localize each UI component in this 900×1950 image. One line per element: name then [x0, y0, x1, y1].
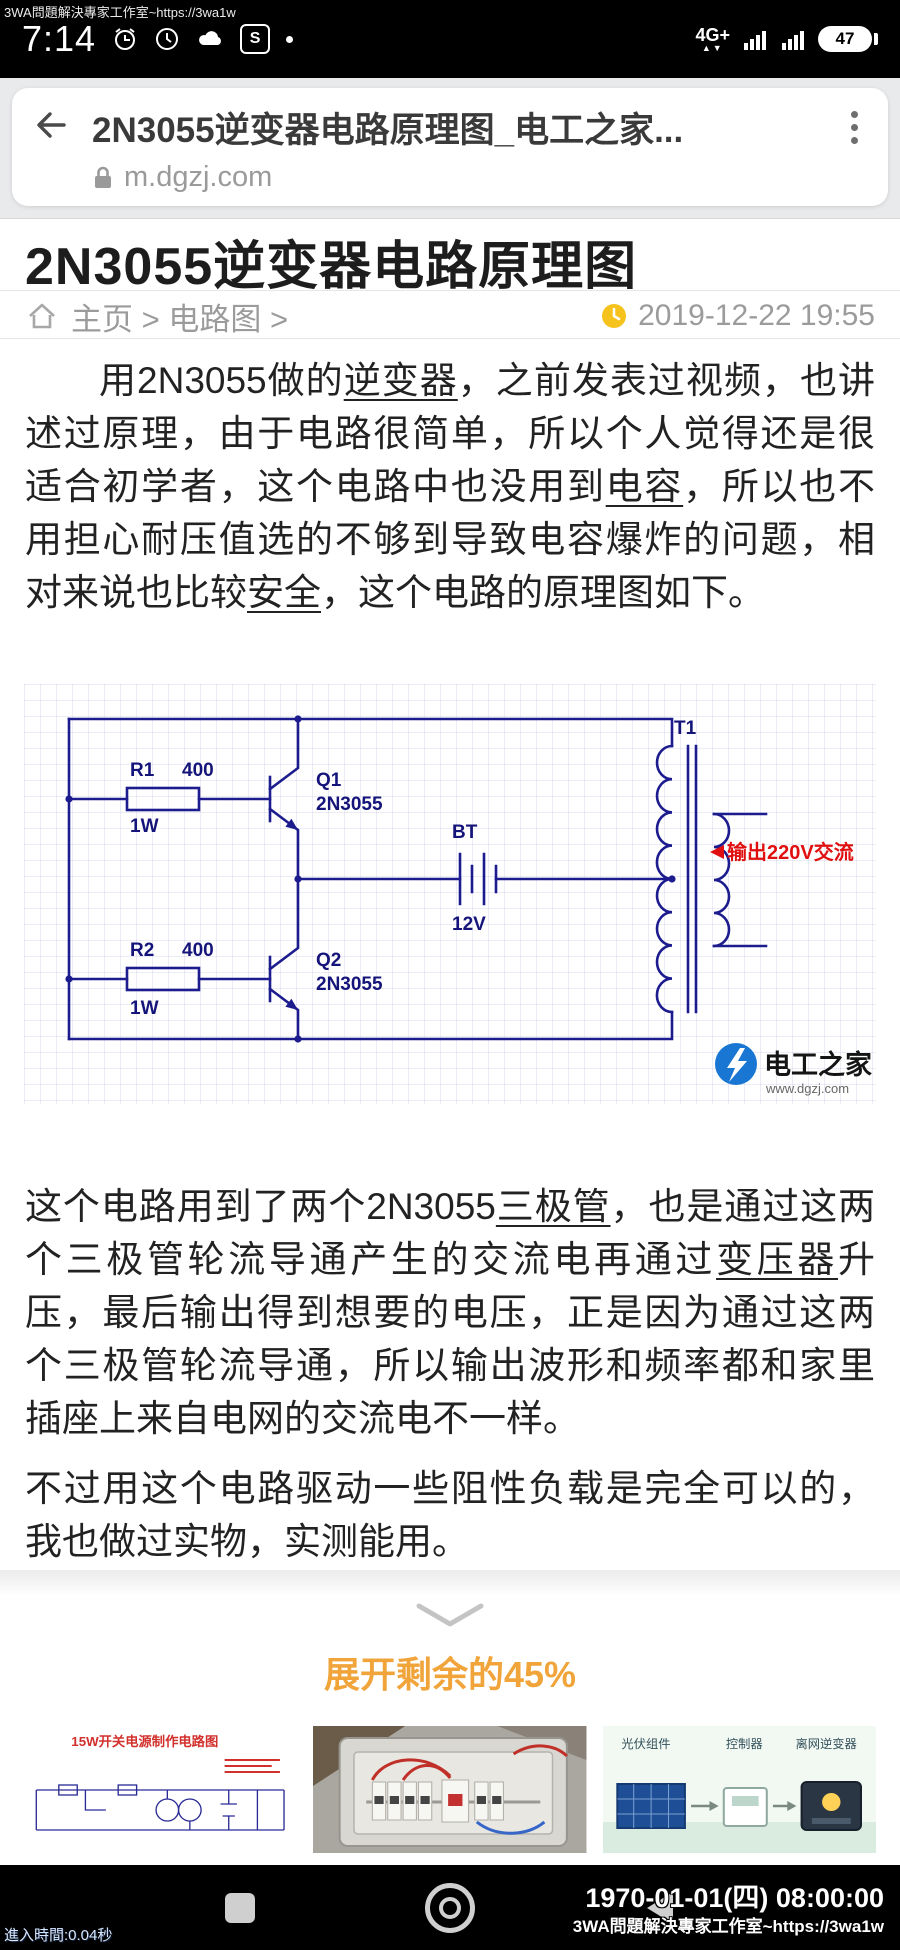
status-right-group: 4G+ ▲▼ 47: [695, 26, 878, 53]
android-nav-bar: [0, 1865, 900, 1950]
clock-icon: [156, 28, 179, 50]
inline-link[interactable]: 逆变器: [343, 360, 458, 401]
watermark-datetime: 1970-01-01(四) 08:00:00: [585, 1883, 884, 1913]
cloud-icon: [199, 31, 221, 45]
network-indicator: 4G+ ▲▼: [695, 26, 730, 53]
thumb3-label-controller: 控制器: [726, 1737, 763, 1751]
text-segment: ，也是通过这两个三极管轮流导通产生的交流电再通过: [25, 1186, 876, 1280]
output-arrow-icon: [710, 845, 724, 859]
breadcrumb[interactable]: 主页 > 电路图 >: [71, 301, 289, 337]
browser-page-title: 2N3055逆变器电路原理图_电工之家...: [92, 111, 684, 150]
label-q1: Q1: [316, 770, 342, 791]
label-r1: R1: [130, 760, 155, 781]
text-segment: ，所以也不用担心耐压值选的不够到导致电容爆炸的问题，相对来说也比较: [25, 466, 876, 613]
text-segment: 这个电路用到了两个2N3055: [25, 1186, 496, 1227]
expand-chevron-icon[interactable]: [415, 1602, 485, 1635]
divider: [0, 338, 900, 339]
watermark-studio: 3WA問題解決專家工作室~https://3wa1w: [572, 1917, 884, 1936]
watermark-loadtime: 進入時間:0.04秒: [4, 1927, 113, 1944]
related-thumbnail-2[interactable]: [313, 1726, 587, 1853]
collapse-fade: [0, 1570, 900, 1596]
expand-button[interactable]: 展开剩余的45%: [323, 1654, 577, 1695]
article-title: 2N3055逆变器电路原理图: [25, 238, 638, 296]
s-app-letter: S: [249, 30, 261, 47]
label-battery: BT: [452, 822, 478, 843]
home-circle-icon: [425, 1882, 475, 1933]
inline-link[interactable]: 安全: [247, 572, 321, 613]
home-button[interactable]: [420, 1878, 480, 1938]
home-icon[interactable]: [25, 300, 59, 332]
logo-site: www.dgzj.com: [765, 1081, 849, 1096]
logo-text: 电工之家: [764, 1049, 872, 1080]
recents-button[interactable]: [210, 1878, 270, 1938]
related-thumbnails: 15W开关电源制作电路图: [24, 1726, 876, 1853]
paragraph-1: 用2N3055做的逆变器，之前发表过视频，也讲述过原理，由于电路很简单，所以个人…: [25, 354, 875, 619]
red-wires: [371, 1744, 569, 1781]
status-bar: 7:14 S 4G+ ▲▼: [0, 0, 900, 78]
notification-dot-icon: [286, 35, 294, 43]
alarm-clock-icon: [115, 28, 136, 50]
lightning-icon: [727, 1048, 747, 1082]
label-q2-model: 2N3055: [316, 974, 383, 995]
label-battery-voltage: 12V: [452, 914, 486, 935]
status-left-group: 7:14 S: [22, 18, 294, 60]
battery-icon: 47: [818, 26, 878, 52]
battery-level: 47: [835, 29, 855, 48]
article-content: 2N3055逆变器电路原理图 主页 > 电路图 > 2019-12-22 19:…: [0, 218, 900, 1865]
s-app-icon: S: [240, 24, 271, 54]
inline-link[interactable]: 电容: [605, 466, 684, 507]
overflow-menu-icon[interactable]: [841, 107, 868, 148]
recents-square-icon: [225, 1892, 255, 1923]
watermark-top: 3WA問題解決專家工作室~https://3wa1w: [4, 5, 236, 20]
inline-link[interactable]: 变压器: [716, 1239, 839, 1280]
circuit-diagram-image[interactable]: R1 400 1W Q1 2N3055 R2 400 1W Q2 2N3055 …: [24, 684, 876, 1104]
label-r2: R2: [130, 940, 154, 961]
label-transformer: T1: [674, 718, 697, 739]
red-text-marks: [224, 1759, 280, 1773]
breadcrumb-row: 主页 > 电路图 > 2019-12-22 19:55: [25, 294, 875, 338]
publish-info: 2019-12-22 19:55: [600, 299, 875, 333]
related-thumbnail-1[interactable]: 15W开关电源制作电路图: [24, 1726, 298, 1853]
thumb3-label-panel: 光伏组件: [621, 1737, 670, 1751]
network-type-label: 4G+: [695, 24, 730, 45]
browser-chrome: 2N3055逆变器电路原理图_电工之家... m.dgzj.com: [0, 78, 900, 219]
text-segment: ，这个电路的原理图如下。: [321, 572, 765, 613]
thumb3-label-inverter: 离网逆变器: [795, 1736, 856, 1751]
signal-bars-icon-2: [782, 31, 804, 50]
text-segment: ，之前发表过视频，也讲述过原理，由于电路很简单，所以个人觉得还是很适合初学者，这…: [25, 360, 876, 507]
site-logo: 电工之家 www.dgzj.com: [715, 1043, 872, 1096]
mini-schematic: [35, 1784, 285, 1831]
label-r1-power: 1W: [130, 816, 159, 837]
thumb1-title: 15W开关电源制作电路图: [71, 1733, 218, 1749]
circuit-schematic-svg: R1 400 1W Q1 2N3055 R2 400 1W Q2 2N3055 …: [65, 715, 872, 1096]
back-button[interactable]: [630, 1878, 690, 1938]
solar-panel-graphic: [615, 1783, 686, 1829]
back-arrow-icon[interactable]: [32, 107, 70, 148]
signal-bars-icon: [744, 31, 766, 50]
inline-link[interactable]: 三极管: [495, 1186, 611, 1227]
time-icon: [602, 304, 627, 328]
text-segment: 升压，最后输出得到想要的电压，正是因为通过这两个三极管轮流导通，所以输出波形和频…: [25, 1239, 876, 1439]
network-activity-arrows-icon: ▲▼: [701, 42, 724, 53]
label-r2-power: 1W: [130, 998, 159, 1019]
label-r1-value: 400: [182, 760, 214, 781]
divider: [0, 290, 900, 291]
paragraph-3: 不过用这个电路驱动一些阻性负载是完全可以的，我也做过实物，实测能用。: [25, 1462, 875, 1568]
url-card[interactable]: 2N3055逆变器电路原理图_电工之家... m.dgzj.com: [12, 88, 888, 206]
status-time: 7:14: [22, 18, 97, 59]
url-row[interactable]: m.dgzj.com: [92, 161, 888, 194]
lock-icon: [95, 166, 111, 188]
label-r2-value: 400: [182, 940, 214, 961]
label-output: 输出220V交流: [727, 840, 854, 864]
title-row: 2N3055逆变器电路原理图_电工之家...: [12, 88, 888, 153]
text-segment: 用2N3055做的: [99, 360, 344, 401]
paragraph-2: 这个电路用到了两个2N3055三极管，也是通过这两个三极管轮流导通产生的交流电再…: [25, 1180, 875, 1445]
label-q2: Q2: [316, 950, 341, 971]
back-triangle-icon: [647, 1891, 673, 1924]
domain-text: m.dgzj.com: [124, 161, 273, 193]
publish-date: 2019-12-22 19:55: [638, 299, 875, 332]
related-thumbnail-3[interactable]: 光伏组件 控制器 离网逆变器: [602, 1726, 876, 1853]
label-q1-model: 2N3055: [316, 794, 383, 815]
text-segment: 不过用这个电路驱动一些阻性负载是完全可以的，我也做过实物，实测能用。: [25, 1468, 875, 1562]
